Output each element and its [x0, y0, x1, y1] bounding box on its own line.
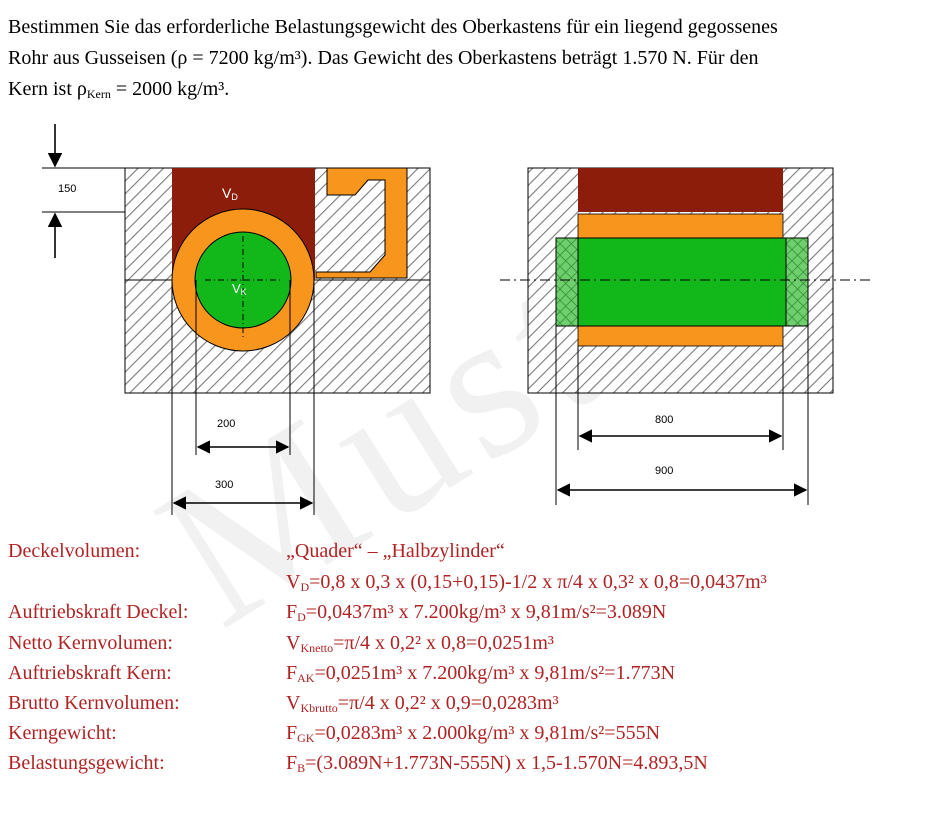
dim-150: 150 — [58, 183, 76, 195]
calc-label: Auftriebskraft Kern: — [8, 662, 172, 684]
core-print-left — [555, 237, 579, 327]
calc-label: Belastungsgewicht: — [8, 752, 165, 774]
problem-line-1: Bestimmen Sie das erforderliche Belastun… — [8, 16, 778, 38]
calc-value: FGK=0,0283m³ x 2.000kg/m³ x 9,81m/s²=555… — [286, 722, 661, 745]
calc-label: Auftriebskraft Deckel: — [8, 601, 189, 623]
dim-800: 800 — [655, 414, 673, 426]
calc-value: FD=0,0437m³ x 7.200kg/m³ x 9,81m/s²=3.08… — [286, 601, 667, 624]
calc-value: FB=(3.089N+1.773N-555N) x 1,5-1.570N=4.8… — [286, 752, 708, 775]
cover-volume-right — [578, 168, 783, 212]
calc-label: Netto Kernvolumen: — [8, 632, 173, 654]
problem-line-3: Kern ist ρKern = 2000 kg/m³. — [8, 78, 230, 101]
calc-label: Deckelvolumen: — [8, 540, 141, 562]
calc-value: „Quader“ – „Halbzylinder“ — [286, 540, 505, 562]
calc-value: VD=0,8 x 0,3 x (0,15+0,15)-1/2 x π/4 x 0… — [286, 571, 767, 594]
core-print-right — [785, 237, 809, 327]
calc-label: Kerngewicht: — [8, 722, 117, 744]
calc-value: VKbrutto=π/4 x 0,2² x 0,9=0,0283m³ — [286, 692, 559, 715]
right-longitudinal-section: 800 900 — [500, 167, 870, 505]
calc-value: VKnetto=π/4 x 0,2² x 0,8=0,0251m³ — [286, 632, 554, 655]
dim-200: 200 — [217, 418, 235, 430]
core-body — [555, 237, 809, 327]
left-cross-section: VD VK 150 200 300 — [42, 124, 431, 515]
problem-line-2: Rohr aus Gusseisen (ρ = 7200 kg/m³). Das… — [8, 47, 759, 69]
label-vd: VD — [222, 185, 238, 202]
pipe-wall-bottom — [577, 325, 784, 347]
calc-value: FAK=0,0251m³ x 7.200kg/m³ x 9,81m/s²=1.7… — [286, 662, 676, 685]
dim-300: 300 — [215, 479, 233, 491]
dim-900: 900 — [655, 465, 673, 477]
calc-label: Brutto Kernvolumen: — [8, 692, 180, 714]
casting-diagrams: VD VK 150 200 300 800 — [42, 124, 870, 515]
label-vk: VK — [232, 281, 247, 297]
feeder-channel — [315, 167, 408, 279]
pipe-wall-top — [577, 213, 784, 239]
problem-statement: Bestimmen Sie das erforderliche Belastun… — [8, 12, 918, 110]
